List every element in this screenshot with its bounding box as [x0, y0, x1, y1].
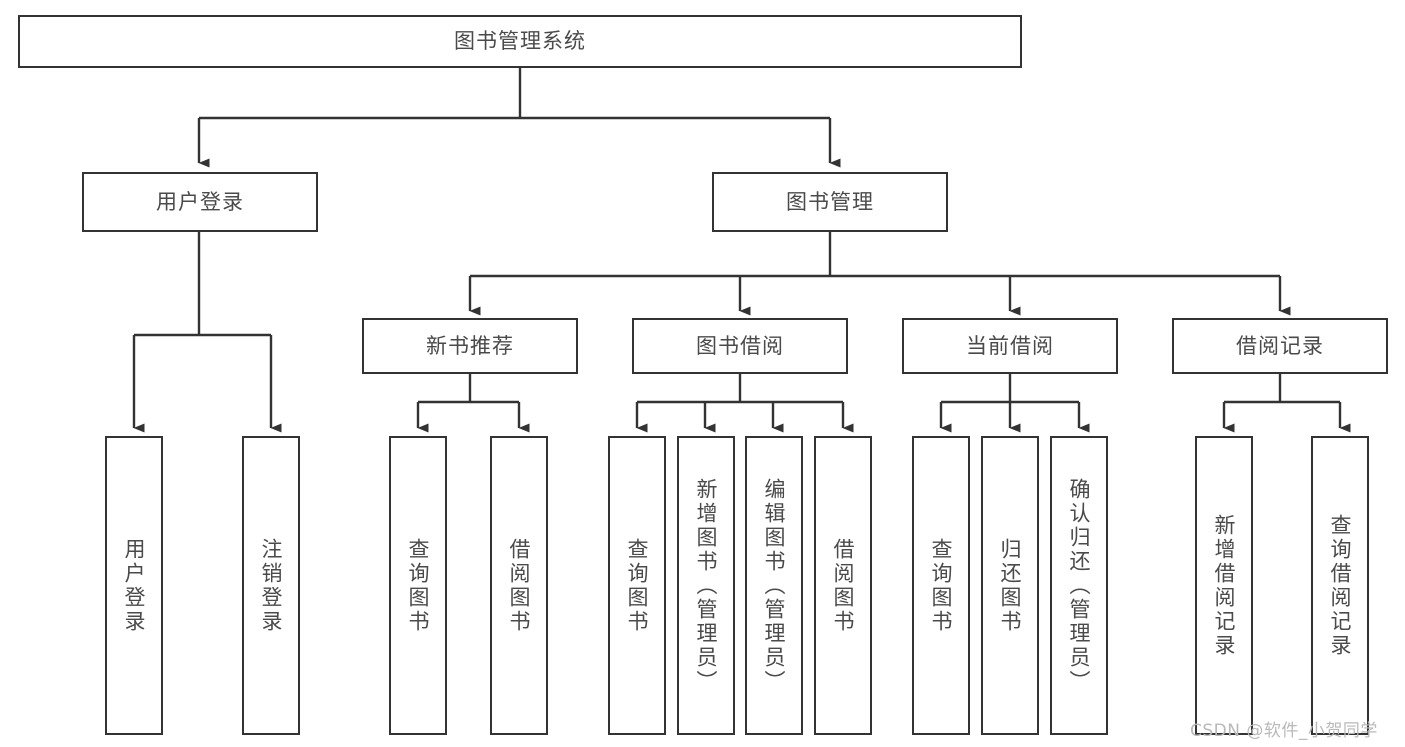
edge-group-root	[197, 68, 841, 168]
edge-group-borrow-record	[1222, 374, 1351, 433]
csdn-watermark: CSDN @软件_小贺同学	[1190, 721, 1378, 741]
edge-group-book-management	[468, 232, 1291, 316]
node-label: 新书推荐	[426, 333, 514, 358]
node-leaf-query-book-borrow[interactable]: 查询图书	[608, 436, 666, 735]
node-leaf-edit-book-admin[interactable]: 编辑图书（管理员）	[745, 436, 803, 735]
node-current-borrow[interactable]: 当前借阅	[902, 318, 1118, 374]
node-leaf-borrow-book[interactable]: 借阅图书	[814, 436, 872, 735]
node-label: 借阅图书	[507, 537, 532, 634]
edge-group-new-book-recommend	[416, 374, 530, 433]
node-leaf-add-borrow-record[interactable]: 新增借阅记录	[1195, 436, 1253, 735]
node-borrow-record[interactable]: 借阅记录	[1172, 318, 1388, 374]
node-leaf-logout-login[interactable]: 注销登录	[242, 436, 300, 735]
node-label: 查询图书	[929, 537, 954, 634]
node-label: 注销登录	[259, 537, 284, 634]
node-leaf-query-borrow-record[interactable]: 查询借阅记录	[1311, 436, 1369, 735]
node-label: 借阅图书	[831, 537, 856, 634]
node-label: 借阅记录	[1236, 333, 1324, 358]
node-leaf-query-book-current[interactable]: 查询图书	[912, 436, 970, 735]
node-label: 查询借阅记录	[1328, 513, 1353, 658]
node-label: 确认归还（管理员）	[1067, 477, 1092, 694]
node-leaf-confirm-return-admin[interactable]: 确认归还（管理员）	[1050, 436, 1108, 735]
node-label: 图书管理	[786, 189, 874, 214]
node-book-management[interactable]: 图书管理	[712, 172, 948, 232]
node-label: 查询图书	[406, 537, 431, 634]
node-label: 用户登录	[122, 537, 147, 634]
node-root-book-management-system[interactable]: 图书管理系统	[18, 15, 1022, 68]
node-label: 图书借阅	[696, 333, 784, 358]
node-book-borrow[interactable]: 图书借阅	[632, 318, 848, 374]
node-label: 新增借阅记录	[1212, 513, 1237, 658]
node-user-login[interactable]: 用户登录	[82, 172, 318, 232]
node-leaf-query-book-recommend[interactable]: 查询图书	[389, 436, 447, 735]
node-label: 当前借阅	[966, 333, 1054, 358]
node-new-book-recommend[interactable]: 新书推荐	[362, 318, 578, 374]
node-label: 编辑图书（管理员）	[762, 477, 787, 694]
node-leaf-user-login[interactable]: 用户登录	[105, 436, 163, 735]
node-label: 图书管理系统	[454, 29, 586, 54]
edge-group-book-borrow	[635, 374, 854, 433]
node-leaf-add-book-admin[interactable]: 新增图书（管理员）	[677, 436, 735, 735]
node-label: 用户登录	[156, 189, 244, 214]
node-label: 查询图书	[625, 537, 650, 634]
node-leaf-return-book[interactable]: 归还图书	[981, 436, 1039, 735]
node-leaf-borrow-book-recommend[interactable]: 借阅图书	[490, 436, 548, 735]
edge-group-current-borrow	[939, 374, 1090, 433]
edge-group-user-login	[132, 232, 282, 433]
node-label: 归还图书	[998, 537, 1023, 634]
node-label: 新增图书（管理员）	[694, 477, 719, 694]
